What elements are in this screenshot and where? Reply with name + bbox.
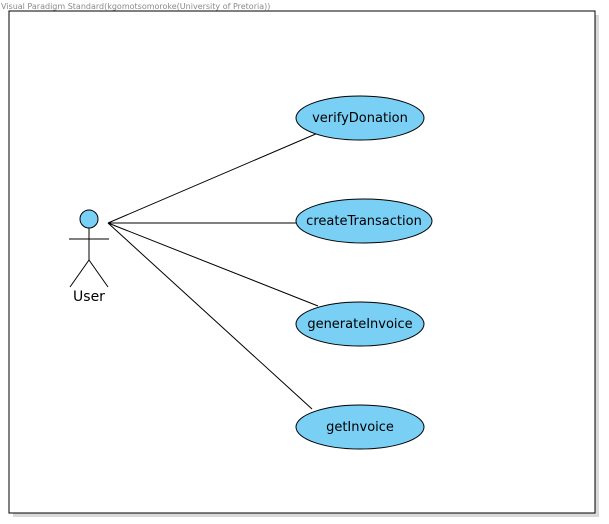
use-case-generateInvoice[interactable]: generateInvoice (295, 301, 425, 347)
actor-user[interactable]: User (69, 209, 109, 305)
use-case-label: verifyDonation (312, 111, 408, 126)
use-case-ellipse (295, 404, 425, 450)
use-case-label: getInvoice (326, 420, 394, 435)
use-case-createTransaction[interactable]: createTransaction (295, 198, 433, 244)
actor-right-leg (88, 259, 109, 288)
actor-head (79, 209, 99, 229)
watermark-text: Visual Paradigm Standard(kgomotsomoroke(… (1, 2, 271, 11)
use-case-getInvoice[interactable]: getInvoice (295, 404, 425, 450)
actor-left-leg (69, 259, 90, 288)
use-case-ellipse (295, 198, 433, 244)
use-case-ellipse (295, 95, 425, 141)
associations (107, 132, 319, 410)
association-generateInvoice[interactable] (107, 222, 319, 307)
diagram-frame (8, 10, 596, 514)
use-case-label: generateInvoice (307, 317, 412, 332)
actor-label: User (73, 289, 105, 305)
use-case-ellipse (295, 301, 425, 347)
use-case-verifyDonation[interactable]: verifyDonation (295, 95, 425, 141)
association-getInvoice[interactable] (107, 222, 313, 410)
use-case-label: createTransaction (306, 214, 422, 229)
association-verifyDonation[interactable] (107, 132, 319, 224)
